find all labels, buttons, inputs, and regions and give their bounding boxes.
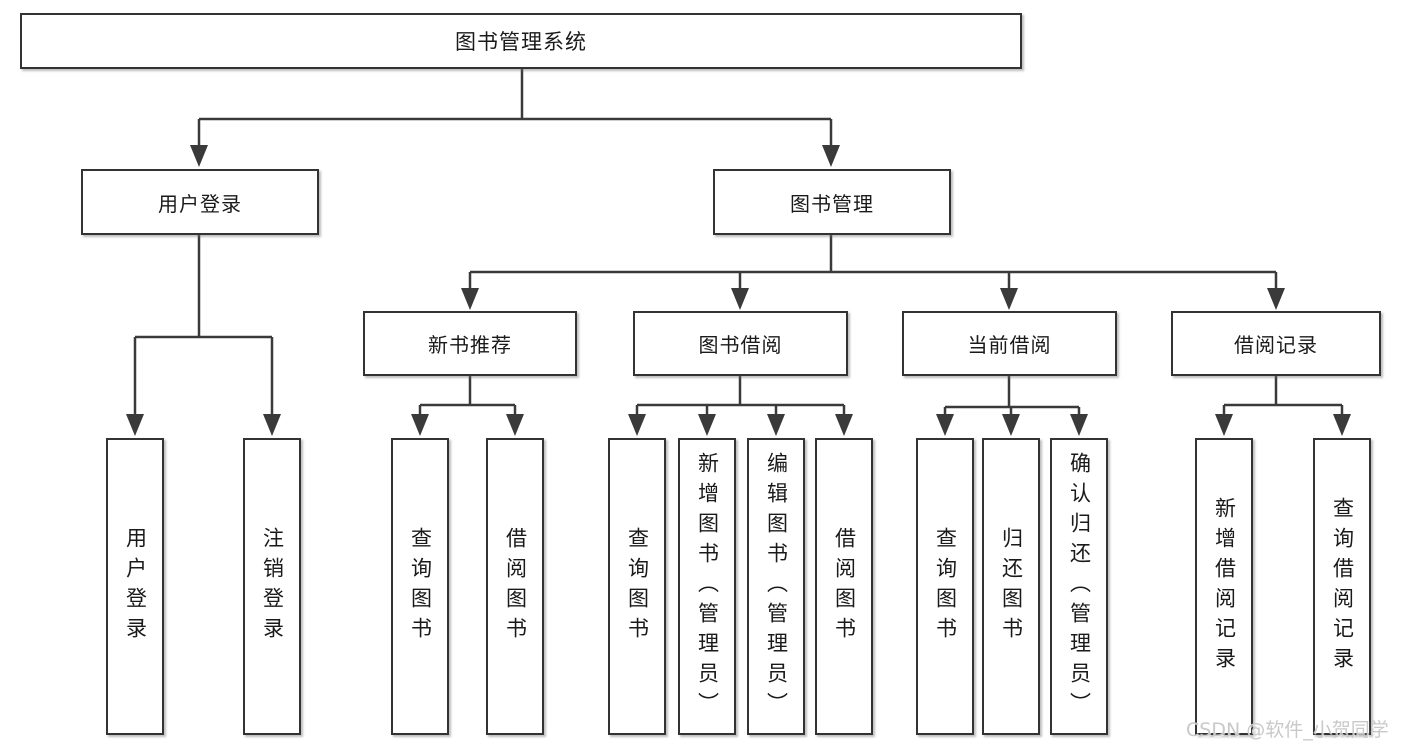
- leaf-user-login-label: 用户登录: [123, 526, 148, 647]
- leaf-query-borrow-record-label: 查询借阅记录: [1330, 496, 1355, 677]
- leaf-logout: 注销登录: [243, 438, 301, 735]
- csdn-watermark: CSDN @软件_小贺同学: [1186, 719, 1389, 741]
- leaf-borrow-books-label: 借阅图书: [832, 526, 857, 647]
- node-root-label: 图书管理系统: [455, 30, 587, 54]
- leaf-query-borrow-record: 查询借阅记录: [1313, 438, 1371, 735]
- leaf-borrow-books-recommend-label: 借阅图书: [503, 526, 528, 647]
- leaf-add-books-admin: 新增图书（管理员）: [678, 438, 736, 735]
- leaf-add-borrow-record: 新增借阅记录: [1195, 438, 1253, 735]
- node-root: 图书管理系统: [20, 13, 1022, 69]
- leaf-edit-books-admin: 编辑图书（管理员）: [747, 438, 805, 735]
- leaf-add-books-admin-label: 新增图书（管理员）: [695, 451, 720, 722]
- leaf-edit-books-admin-label: 编辑图书（管理员）: [764, 451, 789, 722]
- node-current-borrow-label: 当前借阅: [967, 333, 1052, 357]
- node-book-management-label: 图书管理: [790, 191, 874, 216]
- node-current-borrow: 当前借阅: [902, 311, 1117, 376]
- leaf-return-books: 归还图书: [982, 438, 1040, 735]
- leaf-query-books-borrow: 查询图书: [608, 438, 666, 735]
- node-borrow-records-label: 借阅记录: [1234, 333, 1318, 357]
- node-borrow-records: 借阅记录: [1171, 311, 1381, 376]
- leaf-query-books-current-label: 查询图书: [933, 526, 958, 647]
- node-user-login: 用户登录: [81, 169, 319, 235]
- leaf-query-books-current: 查询图书: [916, 438, 974, 735]
- leaf-logout-label: 注销登录: [260, 526, 285, 647]
- node-user-login-label: 用户登录: [158, 191, 242, 216]
- leaf-confirm-return-admin-label: 确认归还（管理员）: [1067, 451, 1092, 722]
- node-book-management: 图书管理: [713, 169, 951, 235]
- leaf-borrow-books: 借阅图书: [815, 438, 873, 735]
- leaf-query-books-borrow-label: 查询图书: [625, 526, 650, 647]
- leaf-return-books-label: 归还图书: [999, 526, 1024, 647]
- leaf-add-borrow-record-label: 新增借阅记录: [1212, 496, 1237, 677]
- leaf-confirm-return-admin: 确认归还（管理员）: [1050, 438, 1108, 735]
- leaf-borrow-books-recommend: 借阅图书: [486, 438, 544, 735]
- node-book-borrow: 图书借阅: [633, 311, 848, 376]
- node-new-book-recommend: 新书推荐: [363, 311, 577, 376]
- leaf-query-books-recommend: 查询图书: [391, 438, 449, 735]
- leaf-query-books-recommend-label: 查询图书: [408, 526, 433, 647]
- node-book-borrow-label: 图书借阅: [698, 333, 783, 357]
- node-new-book-recommend-label: 新书推荐: [428, 333, 512, 357]
- leaf-user-login: 用户登录: [106, 438, 164, 735]
